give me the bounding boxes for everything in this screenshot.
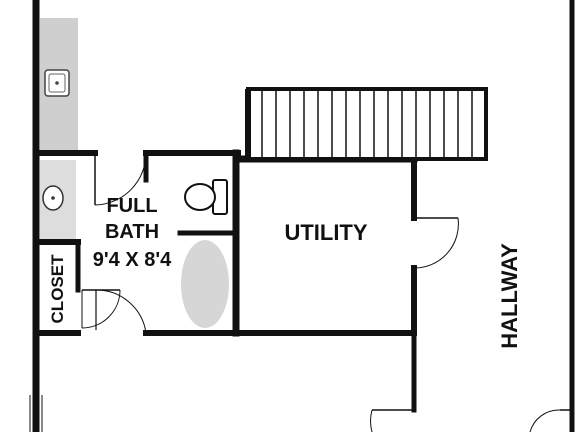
lower-bath-door <box>95 289 147 334</box>
full-bath-label-line2: BATH <box>105 221 159 243</box>
bath-door <box>94 152 147 206</box>
left-window <box>29 395 43 432</box>
hallway-label: HALLWAY <box>497 243 522 349</box>
closet-label: CLOSET <box>48 254 67 324</box>
full-bath-dimensions: 9'4 X 8'4 <box>93 249 172 271</box>
closet-door <box>81 289 121 329</box>
full-bath-label-line1: FULL <box>106 195 157 217</box>
hall-door-bottom <box>370 409 414 432</box>
bathtub-icon <box>181 240 229 328</box>
utility-door <box>413 217 459 269</box>
walls <box>32 0 575 432</box>
toilet-icon <box>184 179 228 215</box>
kitchen-sink-icon <box>44 69 70 97</box>
sink-icon <box>42 185 64 211</box>
stairs <box>245 87 488 161</box>
utility-label: UTILITY <box>284 220 367 245</box>
right-door-bottom <box>529 409 572 432</box>
